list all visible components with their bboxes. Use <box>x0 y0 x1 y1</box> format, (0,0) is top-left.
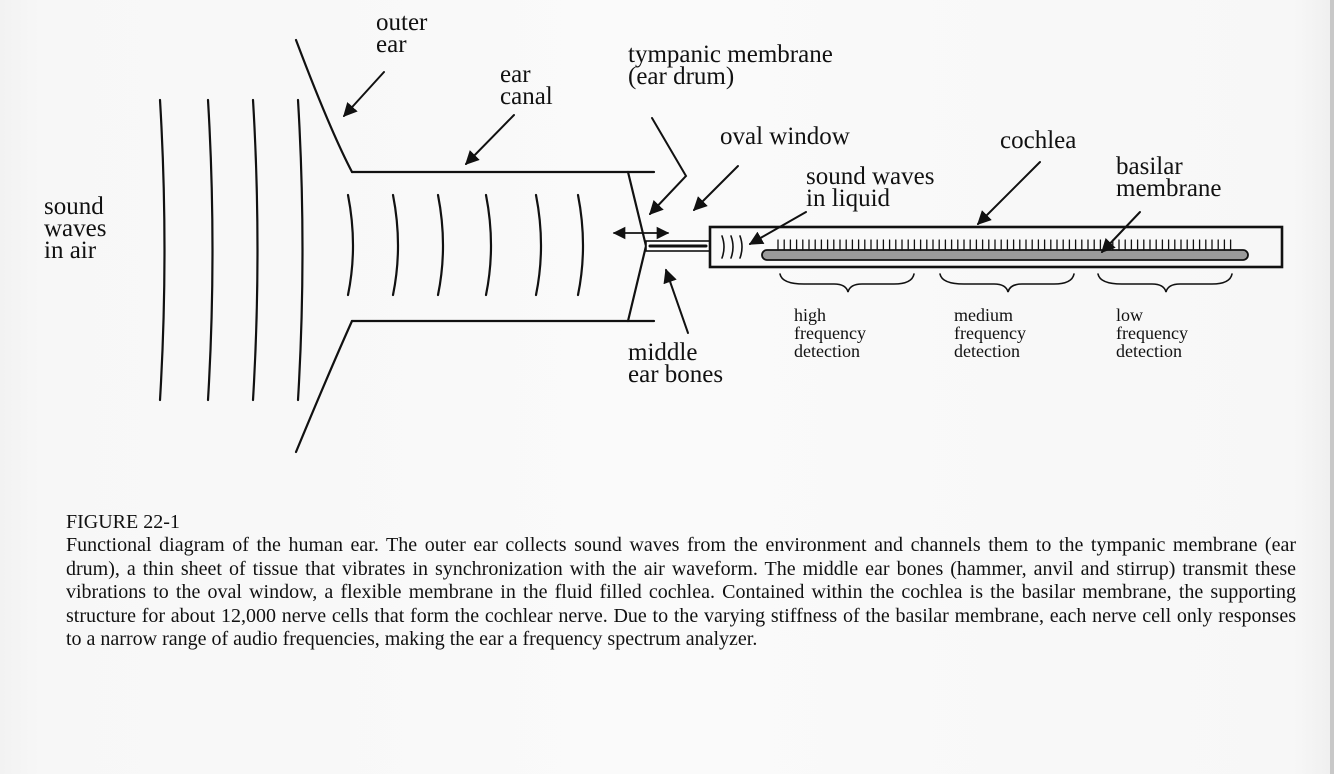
ear-canal-arrow <box>465 114 515 166</box>
label-sound-waves-in-liquid: sound waves in liquid <box>806 163 935 212</box>
label-basilar-membrane: basilar membrane <box>1116 153 1222 202</box>
tympanic-membrane-shape <box>626 170 648 323</box>
label-high-frequency: high frequency detection <box>794 305 866 361</box>
outer-ear-shape-lower <box>294 319 354 454</box>
outer-ear-shape <box>294 38 354 174</box>
label-oval-window: oval window <box>720 123 850 150</box>
label-medium-frequency: medium frequency detection <box>954 305 1026 361</box>
basilar-membrane-shape <box>761 249 1249 261</box>
cochlea-arrow <box>977 161 1041 225</box>
basilar-membrane-arrow <box>1101 211 1141 254</box>
label-cochlea: cochlea <box>1000 127 1077 154</box>
outer-ear-arrow <box>343 71 385 118</box>
high-frequency-bracket <box>779 273 915 293</box>
canal-sound-waves <box>346 193 585 297</box>
figure-caption: FIGURE 22-1 Functional diagram of the hu… <box>66 510 1296 652</box>
page-edge <box>1330 0 1334 774</box>
label-low-frequency: low frequency detection <box>1116 305 1188 361</box>
liquid-sound-waves <box>721 235 743 259</box>
label-tympanic-membrane: tympanic membrane (ear drum) <box>628 41 833 90</box>
ear-diagram <box>158 38 1284 454</box>
low-frequency-bracket <box>1097 273 1233 293</box>
tympanic-membrane-arrow <box>649 117 688 216</box>
medium-frequency-bracket <box>939 273 1075 293</box>
sound-waves-liquid-arrow <box>748 211 807 245</box>
figure-number: FIGURE 22-1 <box>66 511 180 533</box>
oval-window-arrow <box>693 165 739 211</box>
label-outer-ear: outer ear <box>376 9 428 58</box>
caption-text: Functional diagram of the human ear. The… <box>66 534 1296 651</box>
nerve-cell-ticks <box>777 239 1232 251</box>
middle-ear-bones-arrow <box>663 268 689 334</box>
label-ear-canal: ear canal <box>500 61 553 110</box>
cochlea-tube <box>708 225 1284 269</box>
label-sound-waves-in-air: sound waves in air <box>44 193 107 264</box>
label-middle-ear-bones: middle ear bones <box>628 339 724 388</box>
air-sound-waves <box>158 98 304 402</box>
